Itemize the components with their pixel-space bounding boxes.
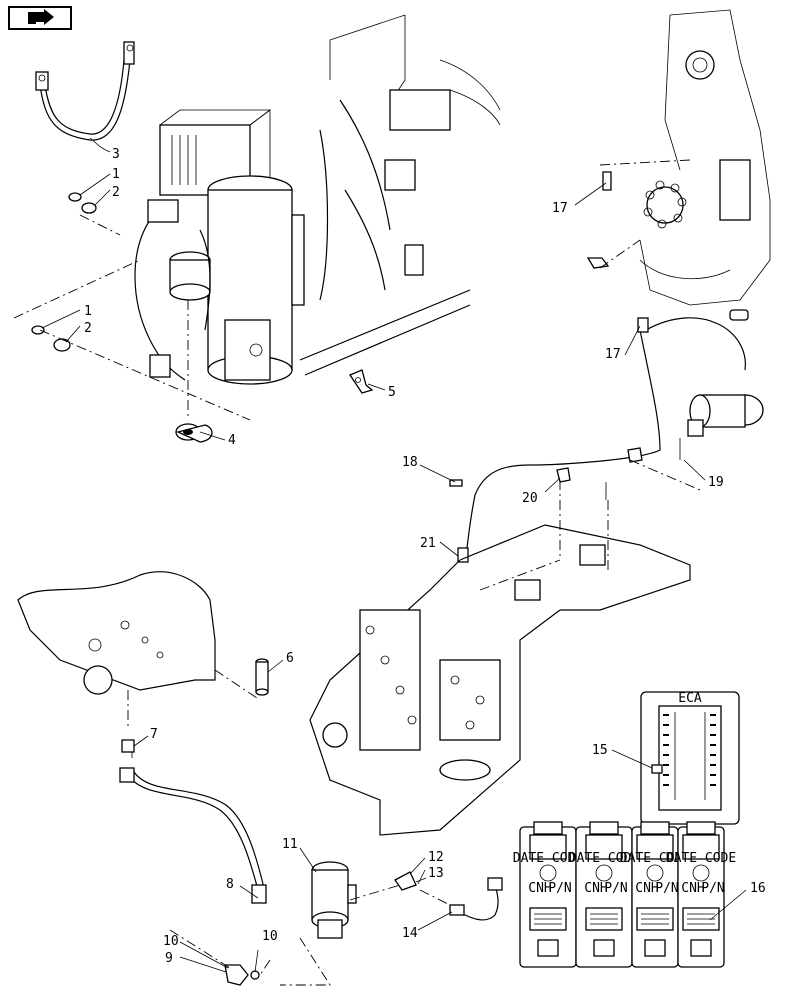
relay-date-code: DATE CODE [569,851,639,866]
clip-and-screws [556,438,681,500]
elbow-fitting-lower [224,964,260,986]
callout-7: 7 [150,727,158,742]
sensor-harness [449,309,764,563]
transmission-housing [639,9,771,306]
retaining-clip-upper [586,171,612,269]
hydraulic-hose [119,767,267,904]
callout-2-upper: 2 [112,185,120,200]
mounting-bracket [349,369,374,394]
relay-part-number: P/N [701,881,724,896]
relay-module [311,861,357,939]
starter-assembly [134,109,305,385]
relay-part-number: P/N [655,881,678,896]
callout-2-lower: 2 [84,321,92,336]
callout-21: 21 [420,536,436,551]
callout-16: 16 [750,881,766,896]
callout-15: 15 [592,743,608,758]
fitting-elbow [121,739,135,758]
callout-labels: 3 1 2 1 2 4 5 6 7 8 9 10 10 11 12 13 14 … [84,147,766,966]
callout-19: 19 [708,475,724,490]
harness-connector [394,871,427,891]
callout-1-lower: 1 [84,304,92,319]
callout-17-upper: 17 [552,201,568,216]
callout-10-right: 10 [262,929,278,944]
leader-lines [41,137,747,973]
callout-1-upper: 1 [112,167,120,182]
relay-brand: CNH [681,881,704,896]
relay-brand: CNH [635,881,658,896]
washer-nut-set-upper [68,192,97,214]
washer-nut-set-lower [31,325,71,352]
relay-module-2: DATE CODE CNH P/N [569,821,639,968]
callout-11: 11 [282,837,298,852]
relay-date-code: DATE CODE [666,851,736,866]
frame-and-valve [309,524,691,836]
callout-3: 3 [112,147,120,162]
pin [255,658,269,696]
rubber-boot [175,423,213,443]
platform-plate [17,571,216,695]
callout-14: 14 [402,926,418,941]
callout-10-left: 10 [163,934,179,949]
callout-8: 8 [226,877,234,892]
callout-18: 18 [402,455,418,470]
callout-9: 9 [165,951,173,966]
wiring-lead [449,877,503,921]
relay-brand: CNH [528,881,551,896]
callout-13: 13 [428,866,444,881]
callout-17-lower: 17 [605,347,621,362]
callout-12: 12 [428,850,444,865]
relay-part-number: P/N [604,881,627,896]
relay-date-code: DATE CODE [513,851,583,866]
engine-block [299,14,501,376]
next-page-arrow-icon [28,9,54,25]
relay-module-4: DATE CODE CNH P/N [666,821,736,968]
relay-date-code: DATE CODE [620,851,690,866]
relay-brand: CNH [584,881,607,896]
speed-sensor [687,394,764,437]
callout-20: 20 [522,491,538,506]
relay-module-3: DATE CODE CNH P/N [620,821,690,968]
eca-fuse-panel: ECA [640,691,740,825]
battery-cable [35,41,135,141]
next-page-button[interactable] [8,6,72,30]
callout-4: 4 [228,433,236,448]
callout-6: 6 [286,651,294,666]
eca-title: ECA [678,691,702,706]
relay-part-number: P/N [548,881,571,896]
callout-5: 5 [388,385,396,400]
relay-module-1: DATE CODE CNH P/N [513,821,583,968]
